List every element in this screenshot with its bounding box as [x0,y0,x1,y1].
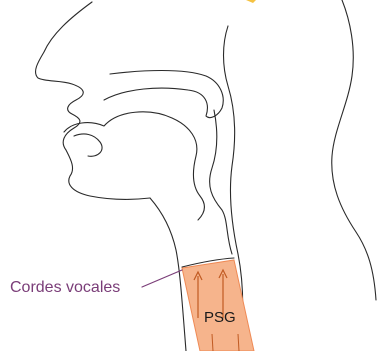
pharynx-wall [210,110,232,254]
psg-region [182,260,254,351]
top-edge-mark [246,0,256,3]
vocal-cords-pointer [142,270,182,287]
tongue [64,112,204,220]
lower-lip [74,134,102,156]
psg-label: PSG [204,309,236,326]
face-profile [36,2,150,199]
neck-front [150,198,186,351]
right-contour [332,0,376,300]
nasal-cavity [104,71,223,118]
vocal-cords-label: Cordes vocales [10,279,120,296]
